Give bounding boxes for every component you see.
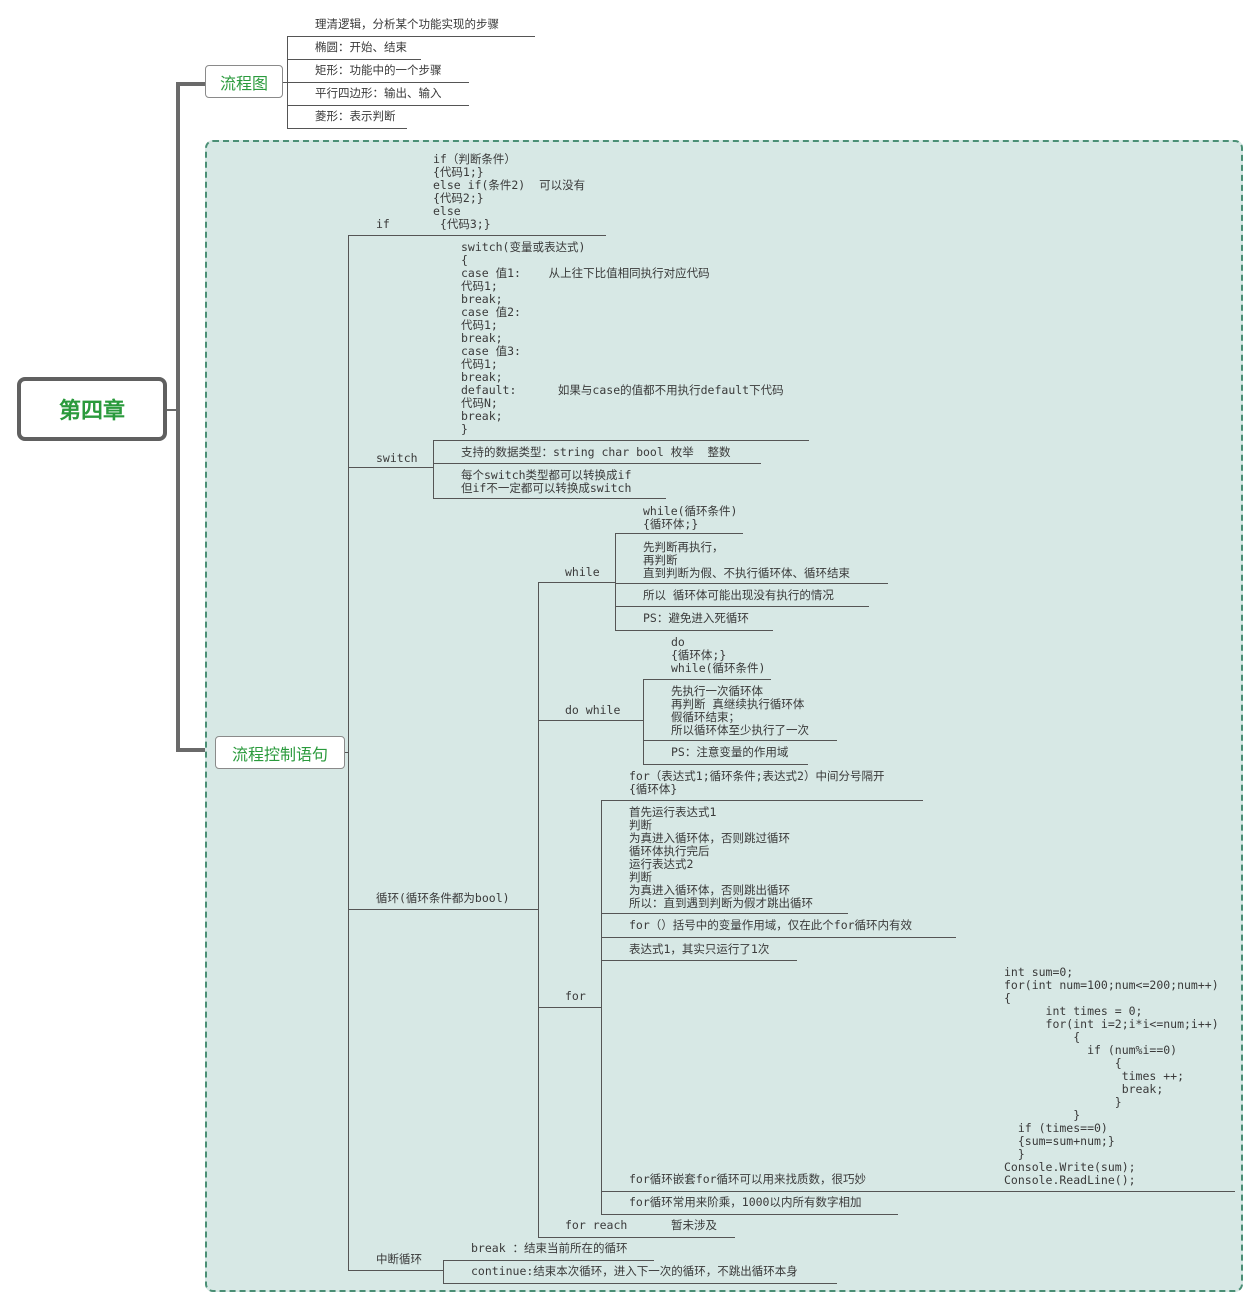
for-note-2[interactable]: for（）括号中的变量作用域，仅在此个for循环内有效 <box>629 918 913 932</box>
underline <box>615 606 869 607</box>
for-note-5[interactable]: for循环常用来阶乘，1000以内所有数字相加 <box>629 1195 862 1209</box>
underline <box>287 36 535 37</box>
for-code[interactable]: for（表达式1;循环条件;表达式2）中间分号隔开 {循环体} <box>629 769 885 796</box>
underline <box>615 583 888 584</box>
switch-underline <box>348 467 433 468</box>
loop-underline <box>348 909 538 910</box>
underline <box>601 913 848 914</box>
loop-branch-line <box>538 582 539 1237</box>
root-connector <box>167 409 177 411</box>
while-note-2[interactable]: 所以 循环体可能出现没有执行的情况 <box>643 588 834 602</box>
underline <box>601 937 956 938</box>
underline <box>287 105 469 106</box>
flowchart-item[interactable]: 平行四边形：输出、输入 <box>315 86 442 100</box>
underline <box>615 533 743 534</box>
underline <box>601 960 797 961</box>
interrupt-branch-line <box>443 1260 444 1283</box>
while-code[interactable]: while(循环条件) {循环体;} <box>643 504 738 531</box>
for-note-1[interactable]: 首先运行表达式1 判断 为真进入循环体，否则跳过循环 循环体执行完后 运行表达式… <box>629 805 813 910</box>
switch-label[interactable]: switch <box>376 451 418 465</box>
dowhile-underline <box>538 720 643 721</box>
dowhile-label[interactable]: do while <box>565 703 621 717</box>
underline <box>443 1260 654 1261</box>
while-underline <box>538 582 615 583</box>
flowchart-item[interactable]: 菱形：表示判断 <box>315 109 396 123</box>
switch-code-underline <box>433 440 809 441</box>
foreach-label[interactable]: for reach <box>565 1218 628 1232</box>
for-underline <box>538 1007 601 1008</box>
underline <box>443 1283 837 1284</box>
flowchart-item[interactable]: 椭圆：开始、结束 <box>315 40 407 54</box>
flowchart-item[interactable]: 理清逻辑，分析某个功能实现的步骤 <box>315 17 499 31</box>
underline <box>643 679 771 680</box>
interrupt-continue[interactable]: continue:结束本次循环，进入下一次的循环，不跳出循环本身 <box>471 1264 798 1278</box>
for-label[interactable]: for <box>565 989 586 1003</box>
control-boundary <box>205 140 1243 1292</box>
interrupt-break[interactable]: break ：结束当前所在的循环 <box>471 1241 628 1255</box>
underline <box>287 128 407 129</box>
underline <box>615 630 773 631</box>
for-branch-line <box>601 800 602 1214</box>
foreach-note[interactable]: 暂未涉及 <box>671 1218 717 1232</box>
underline <box>433 463 761 464</box>
switch-branch-line <box>433 440 434 498</box>
dowhile-note-2[interactable]: PS：注意变量的作用域 <box>671 745 789 759</box>
if-underline <box>348 235 606 236</box>
interrupt-label[interactable]: 中断循环 <box>376 1252 422 1266</box>
while-note-3[interactable]: PS：避免进入死循环 <box>643 611 749 625</box>
underline <box>643 740 837 741</box>
dowhile-code[interactable]: do {循环体;} while(循环条件) <box>671 635 766 675</box>
underline <box>601 1214 898 1215</box>
while-note-1[interactable]: 先判断再执行， 再判断 直到判断为假、不执行循环体、循环结束 <box>643 540 850 580</box>
if-code[interactable]: if（判断条件） {代码1;} else if(条件2) 可以没有 {代码2;}… <box>433 152 586 231</box>
switch-code[interactable]: switch(变量或表达式) { case 值1: 从上往下比值相同执行对应代码… <box>461 240 784 436</box>
underline <box>287 59 421 60</box>
trunk-to-control <box>176 748 216 752</box>
for-prime-code[interactable]: int sum=0; for(int num=100;num<=200;num+… <box>1004 965 1219 1187</box>
while-branch-line <box>615 533 616 630</box>
loop-label[interactable]: 循环(循环条件都为bool) <box>376 891 510 905</box>
interrupt-underline <box>348 1270 443 1271</box>
underline <box>287 82 469 83</box>
underline <box>433 498 666 499</box>
flowchart-item[interactable]: 矩形：功能中的一个步骤 <box>315 63 442 77</box>
topic-control[interactable]: 流程控制语句 <box>215 736 345 769</box>
underline <box>601 1191 1235 1192</box>
foreach-underline <box>538 1237 735 1238</box>
dowhile-branch-line <box>643 679 644 764</box>
trunk-to-flowchart <box>176 82 206 86</box>
switch-convert[interactable]: 每个switch类型都可以转换成if 但if不一定都可以转换成switch <box>461 468 632 495</box>
underline <box>643 764 808 765</box>
root-topic[interactable]: 第四章 <box>17 377 167 441</box>
flowchart-stub <box>283 82 288 83</box>
if-label[interactable]: if <box>376 217 390 231</box>
control-branch-line <box>348 235 349 1271</box>
underline <box>601 800 923 801</box>
root-trunk <box>176 82 180 752</box>
topic-flowchart[interactable]: 流程图 <box>205 65 283 98</box>
while-label[interactable]: while <box>565 565 600 579</box>
switch-types[interactable]: 支持的数据类型：string char bool 枚举 整数 <box>461 445 731 459</box>
control-stub <box>345 752 349 753</box>
for-note-4[interactable]: for循环嵌套for循环可以用来找质数，很巧妙 <box>629 1172 867 1186</box>
for-note-3[interactable]: 表达式1，其实只运行了1次 <box>629 942 770 956</box>
dowhile-note-1[interactable]: 先执行一次循环体 再判断 真继续执行循环体 假循环结束； 所以循环体至少执行了一… <box>671 684 809 737</box>
